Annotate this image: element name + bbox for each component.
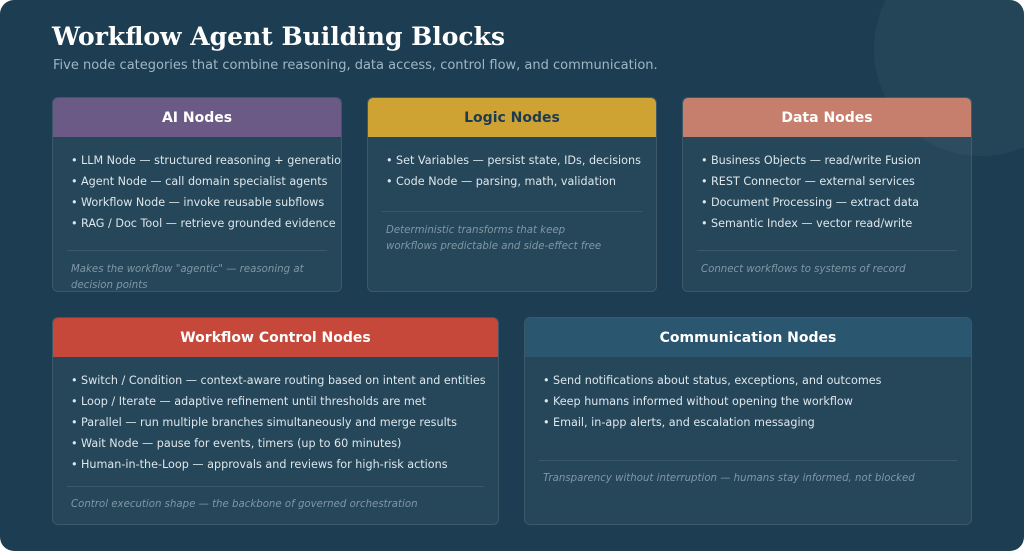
bullet-icon: • [71, 458, 78, 471]
bullet-icon: • [543, 374, 550, 387]
card-divider [67, 250, 327, 251]
card-divider [382, 211, 642, 212]
bullet-icon: • [71, 374, 78, 387]
bullet-icon: • [71, 416, 78, 429]
list-item: •Agent Node — call domain specialist age… [71, 171, 341, 192]
bullet-icon: • [71, 437, 78, 450]
card-ai-nodes: AI Nodes •LLM Node — structured reasonin… [52, 97, 342, 292]
bullet-icon: • [386, 175, 393, 188]
data-nodes-list: •Business Objects — read/write Fusion •R… [683, 137, 971, 234]
list-item: •Email, in-app alerts, and escalation me… [543, 412, 971, 433]
list-item: •Workflow Node — invoke reusable subflow… [71, 192, 341, 213]
bullet-icon: • [71, 196, 78, 209]
list-item: •Business Objects — read/write Fusion [701, 150, 971, 171]
list-item: •RAG / Doc Tool — retrieve grounded evid… [71, 213, 341, 234]
list-item: •Set Variables — persist state, IDs, dec… [386, 150, 656, 171]
card-footnote-logic-nodes: Deterministic transforms that keep workf… [386, 225, 602, 252]
card-divider [697, 250, 957, 251]
bullet-icon: • [386, 154, 393, 167]
card-logic-nodes: Logic Nodes •Set Variables — persist sta… [367, 97, 657, 292]
bullet-icon: • [701, 154, 708, 167]
bullet-icon: • [543, 395, 550, 408]
bullet-icon: • [701, 175, 708, 188]
card-header-communication-nodes: Communication Nodes [525, 318, 971, 357]
list-item: •Code Node — parsing, math, validation [386, 171, 656, 192]
list-item: •Parallel — run multiple branches simult… [71, 412, 498, 433]
control-nodes-list: •Switch / Condition — context-aware rout… [53, 357, 498, 475]
ai-nodes-list: •LLM Node — structured reasoning + gener… [53, 137, 341, 234]
card-header-workflow-control-nodes: Workflow Control Nodes [53, 318, 498, 357]
bullet-icon: • [701, 217, 708, 230]
card-footnote-data-nodes: Connect workflows to systems of record [701, 264, 906, 275]
communication-nodes-list: •Send notifications about status, except… [525, 357, 971, 433]
list-item: •Semantic Index — vector read/write [701, 213, 971, 234]
bullet-icon: • [71, 217, 78, 230]
list-item: •Document Processing — extract data [701, 192, 971, 213]
card-divider [539, 460, 957, 461]
list-item: •Wait Node — pause for events, timers (u… [71, 433, 498, 454]
page-subtitle: Five node categories that combine reason… [53, 58, 658, 73]
bullet-icon: • [71, 154, 78, 167]
list-item: •LLM Node — structured reasoning + gener… [71, 150, 341, 171]
list-item: •Switch / Condition — context-aware rout… [71, 370, 498, 391]
page-title: Workflow Agent Building Blocks [52, 22, 506, 51]
card-divider [67, 486, 484, 487]
bullet-icon: • [701, 196, 708, 209]
list-item: •Human-in-the-Loop — approvals and revie… [71, 454, 498, 475]
card-footnote-communication-nodes: Transparency without interruption — huma… [543, 473, 915, 484]
card-data-nodes: Data Nodes •Business Objects — read/writ… [682, 97, 972, 292]
list-item: •Loop / Iterate — adaptive refinement un… [71, 391, 498, 412]
list-item: •Keep humans informed without opening th… [543, 391, 971, 412]
bullet-icon: • [71, 395, 78, 408]
card-workflow-control-nodes: Workflow Control Nodes •Switch / Conditi… [52, 317, 499, 525]
bullet-icon: • [543, 416, 550, 429]
list-item: •REST Connector — external services [701, 171, 971, 192]
card-footnote-ai-nodes: Makes the workflow "agentic" — reasoning… [71, 264, 304, 291]
card-header-data-nodes: Data Nodes [683, 98, 971, 137]
logic-nodes-list: •Set Variables — persist state, IDs, dec… [368, 137, 656, 192]
list-item: •Send notifications about status, except… [543, 370, 971, 391]
card-header-ai-nodes: AI Nodes [53, 98, 341, 137]
card-header-logic-nodes: Logic Nodes [368, 98, 656, 137]
card-communication-nodes: Communication Nodes •Send notifications … [524, 317, 972, 525]
card-footnote-workflow-control-nodes: Control execution shape — the backbone o… [71, 499, 418, 510]
bullet-icon: • [71, 175, 78, 188]
